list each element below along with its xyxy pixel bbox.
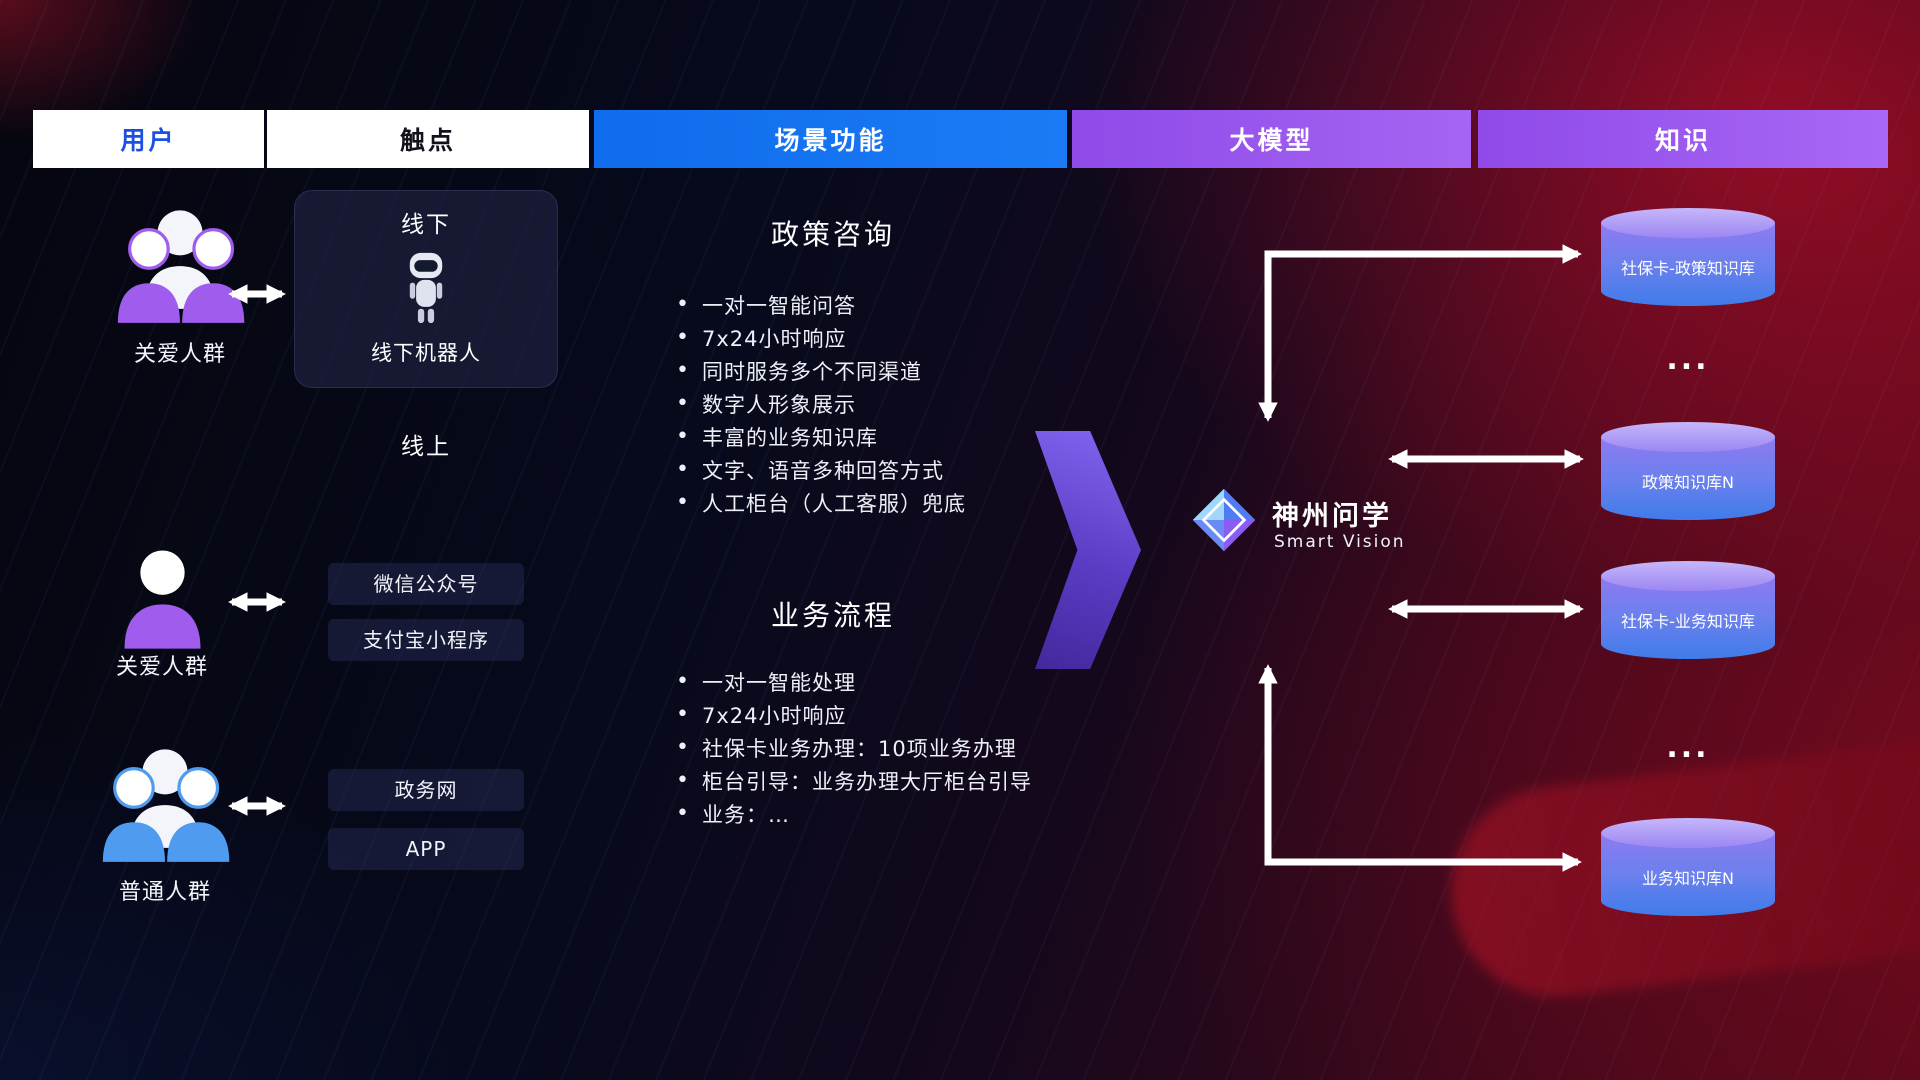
- user-group-purple-icon: [117, 210, 245, 323]
- business-bullet-item: 7x24小时响应: [676, 698, 1032, 731]
- knowledge-db-cylinder: 业务知识库N: [1601, 818, 1775, 916]
- business-section-title: 业务流程: [770, 599, 895, 632]
- online-title: 线上: [401, 434, 451, 460]
- knowledge-db-label: 社保卡-政策知识库: [1621, 259, 1755, 279]
- cylinder-top: [1601, 208, 1775, 238]
- policy-bullet-item: 同时服务多个不同渠道: [676, 354, 966, 387]
- user-single-purple-icon: [124, 550, 201, 649]
- column-header-touchpoints: 触点: [267, 110, 589, 168]
- user-group2-label: 普通人群: [118, 880, 211, 905]
- cylinder-top: [1601, 561, 1775, 591]
- policy-bullet-item: 丰富的业务知识库: [676, 420, 966, 453]
- cylinder-top: [1601, 818, 1775, 848]
- knowledge-db-label: 业务知识库N: [1642, 869, 1734, 889]
- knowledge-db-cylinder: 社保卡-业务知识库: [1601, 561, 1775, 659]
- policy-bullet-item: 人工柜台（人工客服）兜底: [676, 486, 966, 519]
- column-header-llm: 大模型: [1072, 110, 1471, 168]
- knowledge-db-cylinder: 社保卡-政策知识库: [1601, 208, 1775, 306]
- column-header-knowledge: 知识: [1478, 110, 1888, 168]
- user-single-label: 关爱人群: [115, 655, 208, 680]
- knowledge-db-label: 政策知识库N: [1642, 473, 1734, 493]
- touchpoint-alipay: 支付宝小程序: [328, 619, 524, 661]
- touchpoint-app: APP: [328, 828, 524, 870]
- user-group-label: 关爱人群: [133, 342, 226, 367]
- offline-robot-label: 线下机器人: [371, 341, 481, 365]
- business-bullet-item: 柜台引导：业务办理大厅柜台引导: [676, 764, 1032, 797]
- user-group-blue-icon: [102, 749, 230, 862]
- knowledge-db-cylinder: 政策知识库N: [1601, 422, 1775, 520]
- column-header-users: 用户: [33, 110, 264, 168]
- knowledge-ellipsis: ...: [1666, 342, 1710, 377]
- knowledge-ellipsis: ...: [1666, 730, 1710, 765]
- policy-section-title: 政策咨询: [770, 218, 895, 251]
- business-bullet-item: 一对一智能处理: [676, 665, 1032, 698]
- touchpoint-wechat: 微信公众号: [328, 563, 524, 605]
- cylinder-top: [1601, 422, 1775, 452]
- policy-bullet-item: 7x24小时响应: [676, 321, 966, 354]
- offline-touchpoint-card: 线下 线下机器人: [294, 190, 558, 388]
- business-bullet-item: 业务：…: [676, 797, 1032, 830]
- model-name: 神州问学: [1272, 501, 1392, 532]
- robot-icon: [409, 252, 443, 324]
- offline-title: 线下: [401, 212, 451, 238]
- smart-vision-logo-icon: [1192, 488, 1256, 552]
- knowledge-db-label: 社保卡-业务知识库: [1621, 612, 1755, 632]
- business-bullet-item: 社保卡业务办理：10项业务办理: [676, 731, 1032, 764]
- column-header-scene-functions: 场景功能: [594, 110, 1067, 168]
- policy-bullet-item: 文字、语音多种回答方式: [676, 453, 966, 486]
- policy-bullet-item: 数字人形象展示: [676, 387, 966, 420]
- policy-bullet-item: 一对一智能问答: [676, 288, 966, 321]
- policy-bullet-list: 一对一智能问答 7x24小时响应 同时服务多个不同渠道 数字人形象展示 丰富的业…: [676, 288, 966, 519]
- business-bullet-list: 一对一智能处理 7x24小时响应 社保卡业务办理：10项业务办理 柜台引导：业务…: [676, 665, 1032, 830]
- touchpoint-gov-web: 政务网: [328, 769, 524, 811]
- model-subtitle: Smart Vision: [1274, 532, 1406, 552]
